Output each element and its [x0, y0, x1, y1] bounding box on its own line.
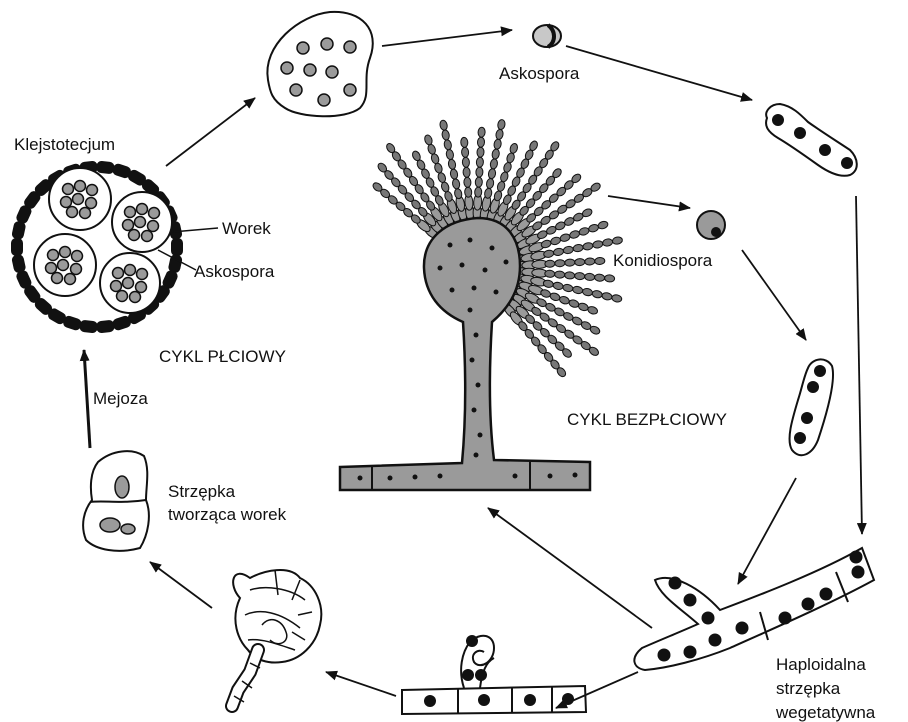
germ-tube-lower	[790, 359, 834, 455]
haploid-vegetative-hypha	[634, 548, 874, 670]
label-konidiospora: Konidiospora	[613, 251, 713, 270]
released-ascus	[267, 12, 372, 116]
label-askospora-top: Askospora	[499, 64, 580, 83]
label-haploidalna-line2: strzępka	[776, 679, 841, 698]
germ-tube-upper	[766, 104, 857, 176]
label-klejstotecjum: Klejstotecjum	[14, 135, 115, 154]
arrow-ascus-to-ascospore	[382, 30, 512, 46]
label-strzepka-line2: tworząca worek	[168, 505, 287, 524]
arrow-ascogonium-to-fruiting-body	[326, 672, 396, 696]
conidiospore	[697, 211, 725, 239]
label-haploidalna-line1: Haploidalna	[776, 655, 866, 674]
label-haploidalna-line3: wegetatywna	[775, 703, 876, 722]
cleistothecium	[11, 161, 183, 334]
arrow-fruiting-body-to-ascogenous	[150, 562, 212, 608]
arrow-germ-tube-to-hypha	[738, 478, 796, 584]
arrow-hypha-to-conidiophore	[488, 508, 652, 628]
ascus-top-right	[112, 192, 172, 252]
arrow-conidiophore-to-conidiospore	[608, 196, 690, 208]
ascospore-top	[533, 25, 561, 47]
conidiophore	[340, 119, 623, 490]
label-cykl-plciowy: CYKL PŁCIOWY	[159, 347, 286, 366]
arrow-cleistothecium-to-ascus	[166, 98, 255, 166]
label-askospora-left: Askospora	[194, 262, 275, 281]
arrow-meiosis	[84, 350, 90, 448]
label-mejoza: Mejoza	[93, 389, 148, 408]
arrow-ascospore-to-germination	[566, 46, 752, 100]
developing-fruiting-body	[232, 570, 321, 706]
ascogenous-hypha	[83, 451, 149, 551]
ascogonium-hypha	[402, 635, 586, 714]
arrow-conidiospore-to-germ-tube	[742, 250, 806, 340]
label-worek: Worek	[222, 219, 271, 238]
arrow-germination-to-hypha	[856, 196, 862, 534]
ascus-bottom-right	[100, 253, 160, 313]
label-strzepka-line1: Strzępka	[168, 482, 236, 501]
ascus-top-left	[49, 168, 111, 230]
label-cykl-bezplciowy: CYKL BEZPŁCIOWY	[567, 410, 727, 429]
ascus-bottom-left	[34, 234, 96, 296]
